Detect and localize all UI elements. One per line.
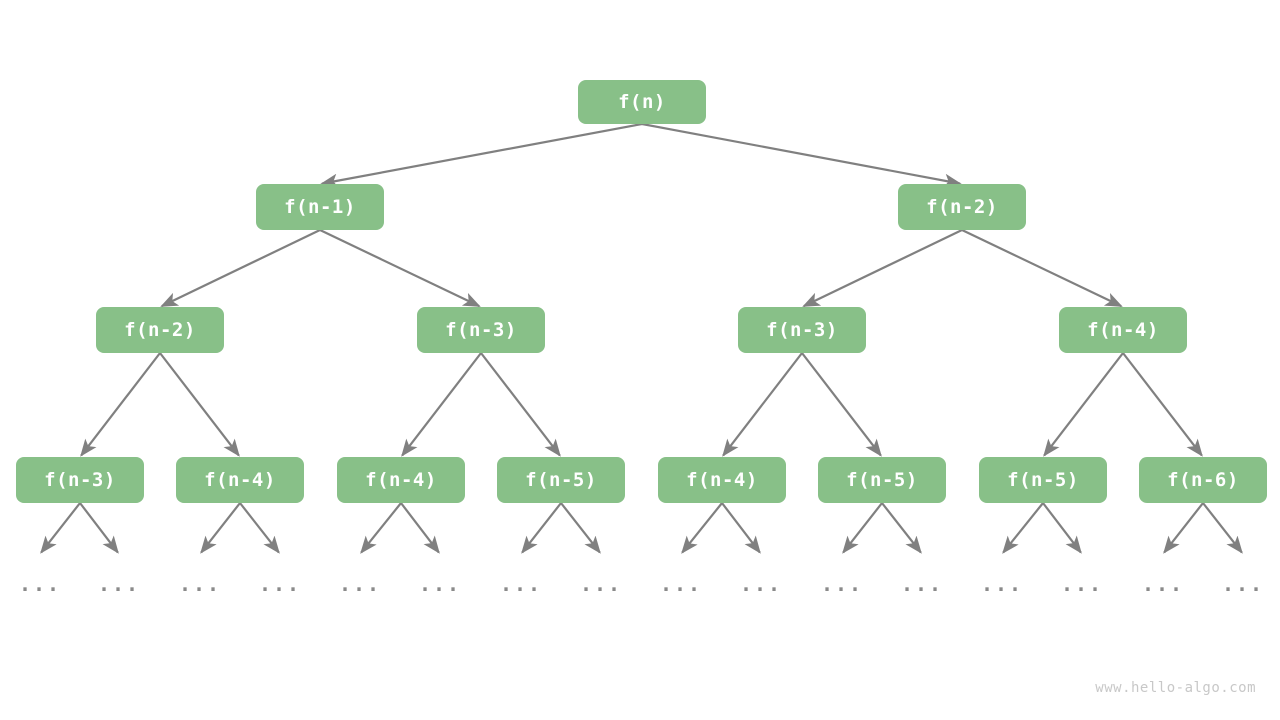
edge-n4-to-n10 — [480, 352, 561, 457]
ellipsis-marker: ... — [659, 572, 703, 596]
edge-n2-to-n5 — [802, 229, 963, 308]
edge-n9-to-e4 — [360, 502, 402, 554]
tree-node-n1: f(n-1) — [256, 184, 384, 230]
edge-n9-to-e5 — [400, 502, 440, 554]
tree-node-n4: f(n-3) — [417, 307, 545, 353]
tree-node-n11: f(n-4) — [658, 457, 786, 503]
tree-node-n0: f(n) — [578, 80, 706, 124]
edge-n7-to-e1 — [79, 502, 119, 554]
tree-node-n8: f(n-4) — [176, 457, 304, 503]
edge-n4-to-n9 — [401, 352, 482, 457]
edge-n13-to-e13 — [1042, 502, 1082, 554]
ellipsis-marker: ... — [258, 572, 302, 596]
tree-node-n5: f(n-3) — [738, 307, 866, 353]
ellipsis-marker: ... — [1221, 572, 1265, 596]
ellipsis-marker: ... — [178, 572, 222, 596]
tree-node-n12: f(n-5) — [818, 457, 946, 503]
tree-node-n10: f(n-5) — [497, 457, 625, 503]
edge-n6-to-n13 — [1043, 352, 1124, 457]
edge-n0-to-n2 — [641, 122, 962, 188]
ellipsis-marker: ... — [18, 572, 62, 596]
tree-node-n2: f(n-2) — [898, 184, 1026, 230]
ellipsis-marker: ... — [338, 572, 382, 596]
edge-n1-to-n3 — [160, 229, 321, 308]
edge-n13-to-e12 — [1002, 502, 1044, 554]
tree-node-n13: f(n-5) — [979, 457, 1107, 503]
edge-n10-to-e6 — [521, 502, 562, 554]
edge-n11-to-e9 — [721, 502, 761, 554]
tree-node-n3: f(n-2) — [96, 307, 224, 353]
ellipsis-marker: ... — [1141, 572, 1185, 596]
edge-n2-to-n6 — [961, 229, 1123, 308]
edge-n3-to-n7 — [80, 352, 161, 457]
edge-n12-to-e11 — [881, 502, 922, 554]
tree-node-n6: f(n-4) — [1059, 307, 1187, 353]
edge-n12-to-e10 — [842, 502, 883, 554]
edge-n7-to-e0 — [40, 502, 81, 554]
ellipsis-marker: ... — [980, 572, 1024, 596]
ellipsis-marker: ... — [900, 572, 944, 596]
ellipsis-marker: ... — [97, 572, 141, 596]
edge-n8-to-e3 — [239, 502, 280, 554]
edge-n10-to-e7 — [560, 502, 601, 554]
edge-n14-to-e15 — [1202, 502, 1243, 554]
ellipsis-marker: ... — [418, 572, 462, 596]
edge-n14-to-e14 — [1163, 502, 1204, 554]
edge-n3-to-n8 — [159, 352, 240, 457]
ellipsis-marker: ... — [1060, 572, 1104, 596]
edge-n11-to-e8 — [681, 502, 723, 554]
tree-node-n14: f(n-6) — [1139, 457, 1267, 503]
edge-n1-to-n4 — [319, 229, 481, 308]
ellipsis-marker: ... — [820, 572, 864, 596]
edge-n5-to-n12 — [801, 352, 882, 457]
edge-n5-to-n11 — [722, 352, 803, 457]
tree-node-n7: f(n-3) — [16, 457, 144, 503]
edge-n8-to-e2 — [200, 502, 241, 554]
edge-n0-to-n1 — [320, 122, 643, 188]
edge-n6-to-n14 — [1122, 352, 1203, 457]
watermark-label: www.hello-algo.com — [1095, 680, 1256, 696]
ellipsis-marker: ... — [579, 572, 623, 596]
ellipsis-marker: ... — [739, 572, 783, 596]
tree-node-n9: f(n-4) — [337, 457, 465, 503]
ellipsis-marker: ... — [499, 572, 543, 596]
